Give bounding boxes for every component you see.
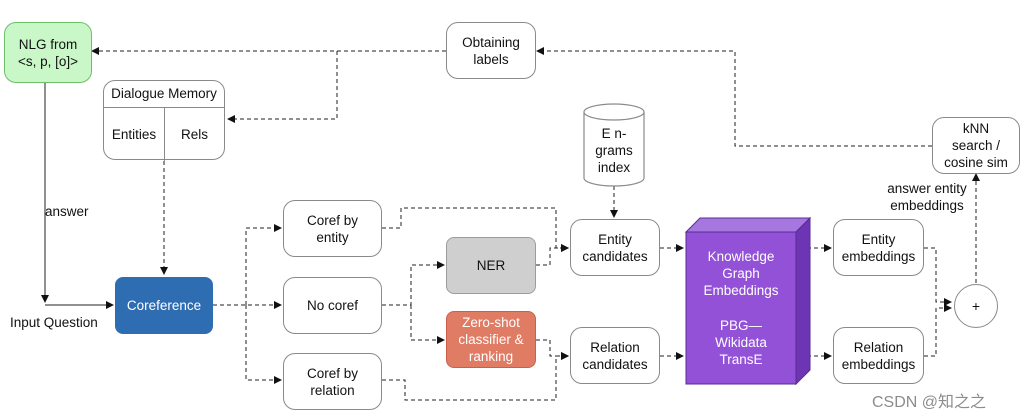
answer-entity-embeddings-label: answer entity embeddings xyxy=(887,181,967,213)
edge-coref-to-entity xyxy=(245,224,282,305)
edge-coref-to-relation xyxy=(245,305,282,384)
memory-entities-cell: Entities xyxy=(104,107,165,161)
knowledge-graph-text: Knowledge Graph Embeddings PBG— Wikidata… xyxy=(686,232,796,384)
dialogue-memory-node: Dialogue Memory Entities Rels xyxy=(103,80,225,161)
memory-entities-label: Entities xyxy=(111,127,157,142)
edge-zeroshot-to-relcand xyxy=(536,339,569,360)
no-coref-node: No coref xyxy=(283,277,382,334)
engrams-label: E n- grams index xyxy=(595,126,633,175)
watermark: CSDN @知之之 xyxy=(872,394,987,411)
answer-label: answer xyxy=(45,204,89,219)
coref-by-entity-node: Coref by entity xyxy=(283,200,382,257)
sum-node: + xyxy=(954,284,998,328)
edge-knn-to-labels xyxy=(536,47,932,147)
edge-relemb-to-plus xyxy=(924,304,952,357)
memory-rels-cell: Rels xyxy=(164,107,225,161)
obtaining-labels-node: Obtaining labels xyxy=(446,22,536,79)
coref-by-relation-node: Coref by relation xyxy=(283,353,382,410)
zero-shot-node: Zero-shot classifier & ranking xyxy=(446,311,536,368)
dialogue-memory-title: Dialogue Memory xyxy=(111,86,217,101)
knowledge-graph-block xyxy=(684,216,812,386)
edge-nocoref-to-zeroshot xyxy=(410,305,445,344)
edge-labels-to-rels xyxy=(227,51,338,123)
ner-node: NER xyxy=(446,237,536,294)
relation-candidates-node: Relation candidates xyxy=(570,327,660,384)
edge-nocoref-to-ner xyxy=(382,261,445,306)
edge-corefentity-to-entitycand xyxy=(382,207,569,252)
memory-rels-label: Rels xyxy=(180,127,208,142)
input-question-label: Input Question xyxy=(10,315,98,330)
edge-corefrel-to-relcand xyxy=(382,352,569,401)
entity-candidates-node: Entity candidates xyxy=(570,219,660,276)
edge-ner-to-entitycand xyxy=(536,244,569,266)
nlg-node: NLG from <s, p, [o]> xyxy=(4,22,92,83)
engrams-cylinder xyxy=(583,103,645,187)
relation-embeddings-node: Relation embeddings xyxy=(833,327,924,384)
coreference-node: Coreference xyxy=(115,277,213,334)
edge-entityemb-to-plus xyxy=(924,247,952,306)
kg-subtitle: PBG— Wikidata TransE xyxy=(715,318,767,367)
entity-embeddings-node: Entity embeddings xyxy=(833,219,924,276)
kg-title: Knowledge Graph Embeddings xyxy=(703,249,779,298)
knn-node: kNN search / cosine sim xyxy=(932,117,1020,174)
